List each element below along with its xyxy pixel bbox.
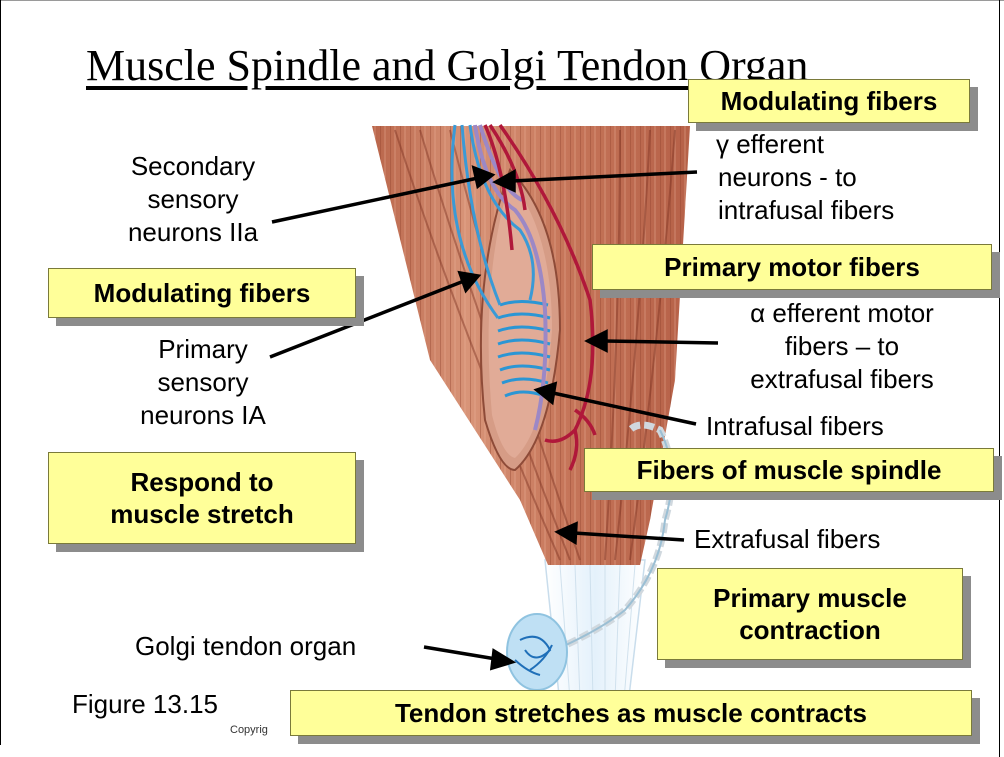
callout-primary-muscle-contraction: Primary muscle contraction <box>657 568 963 660</box>
callout-tendon-stretches: Tendon stretches as muscle contracts <box>290 690 972 736</box>
callout-modulating-fibers-top: Modulating fibers <box>688 79 970 123</box>
callout-primary-motor-fibers: Primary motor fibers <box>592 244 992 290</box>
golgi-capsule <box>507 614 567 690</box>
intrafusal-label: Intrafusal fibers <box>706 410 884 443</box>
golgi-tendon-organ-label: Golgi tendon organ <box>135 630 356 663</box>
extrafusal-label: Extrafusal fibers <box>694 523 880 556</box>
secondary-sensory-label: Secondary sensory neurons IIa <box>108 150 278 249</box>
gamma-efferent-label: γ efferent neurons - to intrafusal fiber… <box>698 128 978 227</box>
callout-fibers-of-muscle-spindle: Fibers of muscle spindle <box>584 448 994 492</box>
copyright-text: Copyrig <box>230 724 268 736</box>
callout-modulating-fibers-left: Modulating fibers <box>48 268 356 318</box>
alpha-efferent-label: α efferent motor fibers – to extrafusal … <box>712 297 972 396</box>
callout-respond-to-stretch: Respond to muscle stretch <box>48 452 356 544</box>
figure-label: Figure 13.15 <box>72 688 218 721</box>
primary-sensory-label: Primary sensory neurons IA <box>118 333 288 432</box>
